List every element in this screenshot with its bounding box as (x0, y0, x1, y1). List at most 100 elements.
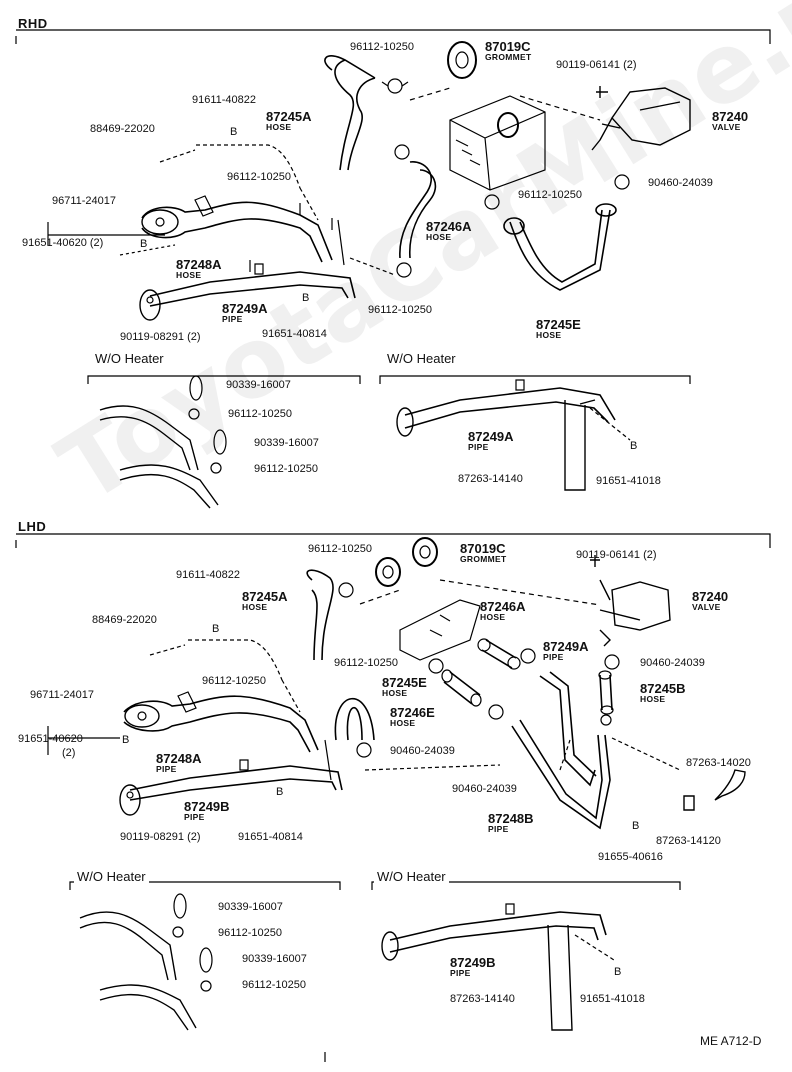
reference-code: ME A712-D (700, 1034, 762, 1048)
lhd-pipe-87249b (119, 759, 343, 816)
rhd-dashed-1 (409, 87, 601, 121)
lhd-bolt-90119-06141-label: 90119-06141 (2) (576, 549, 657, 561)
lhd-clamp-r (600, 654, 620, 726)
rhd-bracket (47, 222, 165, 245)
lhd-bolt-91651-40814-label: 91651-40814 (238, 831, 303, 843)
lhd-heater-panel (399, 599, 481, 661)
lhd-pipe-87248a (123, 691, 332, 781)
rhd-clamp-right-label: 96112-10250 (518, 189, 583, 201)
lhd-hose-87245e (441, 669, 482, 707)
rhd-wo-bolt-91651-label: 91651-41018 (596, 475, 661, 487)
rhd-frame (15, 29, 771, 44)
lhd-wo-heater-left-title: W/O Heater (74, 870, 149, 883)
rhd-clamp-top-label: 96112-10250 (350, 41, 415, 53)
rhd-wo-left-frame (87, 375, 361, 384)
rhd-clamp-low-label: 96112-10250 (368, 304, 433, 316)
lhd-clamp-mid1 (428, 658, 444, 674)
rhd-hose-87245e (503, 203, 617, 291)
lhd-wo-clamp-1: 96112-10250 (218, 927, 283, 939)
lhd-clamp-b1 (488, 704, 504, 720)
rhd-wo-clamp-1: 96112-10250 (228, 408, 293, 420)
rhd-clip-96711-label: 96711-24017 (52, 195, 117, 207)
lhd-bolt-91651-40620-label: 91651-40620 (18, 733, 83, 745)
rhd-bolt-91651-40814-label: 91651-40814 (262, 328, 327, 340)
rhd-clamp-top (381, 78, 409, 94)
rhd-plug-88469-label: 88469-22020 (90, 123, 155, 135)
rhd-pipe-87249a (139, 260, 356, 321)
rhd-wo-heater-right-title: W/O Heater (384, 352, 459, 365)
rhd-clamp-low (396, 262, 412, 278)
rhd-grommet-87019c (447, 41, 477, 79)
lhd-wo-left-frame (69, 881, 341, 890)
lhd-bracket-87263-14120-label: 87263-14120 (656, 835, 721, 847)
rhd-wo-clamp-2: 96112-10250 (254, 463, 319, 475)
lhd-frame (15, 533, 771, 548)
rhd-clamp-mid-label: 96112-10250 (227, 171, 292, 183)
lhd-grommets (375, 537, 438, 587)
lhd-valve-87240 (590, 555, 671, 647)
lhd-clip-90460-b-label: 90460-24039 (452, 783, 517, 795)
lhd-plug-88469-label: 88469-22020 (92, 614, 157, 626)
rhd-clamp-r1 (484, 194, 500, 210)
lhd-bracket-87263-14020-label: 87263-14020 (686, 757, 751, 769)
lhd-wo-ref-b: B (614, 966, 622, 978)
rhd-wo-plug-1: 90339-16007 (226, 379, 291, 391)
rhd-valve-87240 (591, 86, 691, 151)
lhd-ref-b-2: B (122, 734, 130, 746)
lhd-wo-left-art (79, 893, 213, 1031)
rhd-clamp-r2 (614, 174, 630, 190)
lhd-bracket-left (47, 726, 120, 755)
lhd-clamp-mid-label: 96112-10250 (334, 657, 399, 669)
lhd-hose-87246a (477, 638, 521, 670)
rhd-pipe-87248a (141, 195, 345, 266)
lhd-pipe-87248b (511, 719, 611, 830)
rhd-wo-left-art (99, 375, 227, 509)
lhd-wo-plug-1: 90339-16007 (218, 901, 283, 913)
lhd-hose-87246e (334, 697, 375, 741)
rhd-ref-b-1: B (230, 126, 238, 138)
rhd-hose-87246a (399, 161, 437, 259)
lhd-clamp-mid2 (520, 648, 536, 664)
lhd-wo-heater-right-title: W/O Heater (374, 870, 449, 883)
rhd-wo-bracket-87263-label: 87263-14140 (458, 473, 523, 485)
rhd-bolt-label: 90119-06141 (2) (556, 59, 637, 71)
rhd-bolt-91611-label: 91611-40822 (192, 94, 257, 106)
rhd-ref-b-2: B (140, 238, 148, 250)
rhd-wo-right-frame (379, 375, 691, 384)
section-label-rhd: RHD (18, 16, 48, 31)
lhd-ref-b-3: B (276, 786, 284, 798)
lhd-wo-bracket-87263-label: 87263-14140 (450, 993, 515, 1005)
lhd-bolt-90119-08291-label: 90119-08291 (2) (120, 831, 201, 843)
lhd-pipe-87249a-right (539, 671, 597, 787)
lhd-clamp-b2 (356, 742, 372, 758)
rhd-ref-b-3: B (302, 292, 310, 304)
rhd-bolt-90119-08291-label: 90119-08291 (2) (120, 331, 201, 343)
rhd-clip-90460-label: 90460-24039 (648, 177, 713, 189)
lhd-clip-90460-r-label: 90460-24039 (640, 657, 705, 669)
lhd-ref-b-1: B (212, 623, 220, 635)
lhd-wo-right-frame (371, 881, 681, 890)
lhd-wo-clamp-2: 96112-10250 (242, 979, 307, 991)
lhd-clamp-top (338, 582, 354, 598)
lhd-bracket-87263 (683, 769, 746, 811)
lhd-clamp-top-label: 96112-10250 (308, 543, 373, 555)
rhd-dashed-2 (159, 144, 319, 221)
rhd-wo-ref-b: B (630, 440, 638, 452)
lhd-clip-90460-c-label: 90460-24039 (390, 745, 455, 757)
